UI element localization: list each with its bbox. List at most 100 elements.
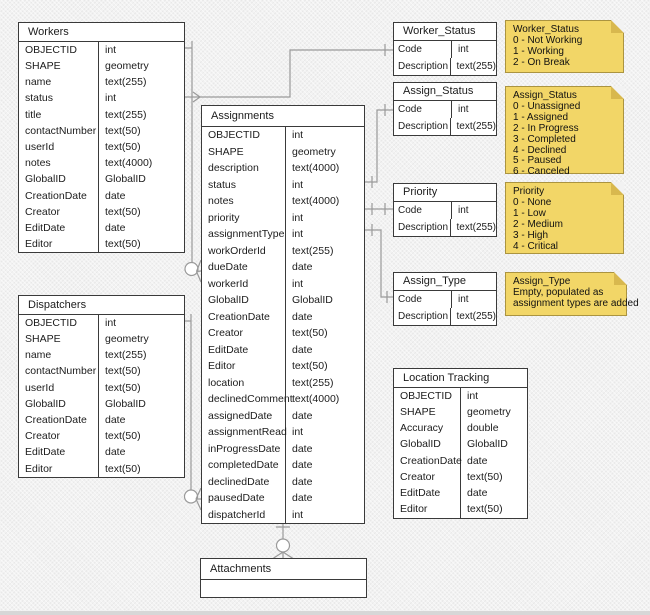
note-line: 4 - Declined: [513, 144, 567, 156]
note-title: Worker_Status: [513, 24, 579, 35]
field-type: date: [292, 310, 313, 323]
field-name: Code: [394, 101, 452, 119]
field-name: EditDate: [19, 220, 99, 237]
connector-assignments-assign-type[interactable]: [365, 224, 393, 303]
note-fold-icon: [611, 182, 624, 195]
field-name: priority: [202, 209, 286, 226]
field-name: Description: [394, 308, 451, 326]
field-name: completedDate: [202, 457, 286, 474]
field-name: name: [19, 347, 99, 364]
field-name: OBJECTID: [19, 42, 99, 59]
field-name: pausedDate: [202, 490, 286, 507]
note-fold-icon: [614, 272, 627, 285]
field-name: EditDate: [19, 444, 99, 461]
field-name: CreationDate: [19, 412, 99, 429]
field-type: date: [292, 442, 313, 455]
field-type: date: [292, 475, 313, 488]
note-line: Empty, populated as: [513, 286, 604, 298]
connector-assignments-priority[interactable]: [365, 203, 393, 215]
connector-assignments-attachments[interactable]: [272, 521, 294, 560]
field-type: geometry: [467, 406, 511, 419]
field-name: Creator: [202, 325, 286, 342]
connector-workers-assignments[interactable]: [184, 41, 202, 283]
table-attachments[interactable]: Attachments: [200, 558, 367, 598]
field-name: SHAPE: [19, 58, 99, 75]
field-type: int: [292, 426, 304, 438]
field-name: workerId: [202, 275, 286, 292]
field-type: int: [458, 103, 469, 115]
field-type: text(4000): [292, 195, 340, 207]
field-type: int: [458, 204, 469, 216]
field-type: date: [105, 189, 126, 202]
note-line: assignment types are added: [513, 297, 639, 309]
field-type: text(255): [456, 221, 496, 233]
field-type: text(255): [105, 108, 147, 121]
note-line: 3 - High: [513, 229, 549, 241]
field-type: int: [105, 316, 117, 329]
field-type: int: [292, 228, 304, 240]
field-name: location: [202, 374, 286, 391]
connector-workers-worker-status[interactable]: [185, 44, 393, 103]
table-title: Assignments: [202, 106, 364, 127]
field-name: OBJECTID: [202, 127, 286, 144]
note-line: 2 - In Progress: [513, 122, 579, 134]
field-name: OBJECTID: [394, 388, 461, 405]
field-name: SHAPE: [394, 404, 461, 421]
field-name: CreationDate: [202, 308, 286, 325]
field-type: text(255): [456, 60, 496, 72]
note-line: 3 - Completed: [513, 133, 576, 145]
note-line: 6 - Canceled: [513, 166, 570, 178]
connector-assignments-assign-status[interactable]: [365, 104, 393, 188]
note-title: Priority: [513, 186, 545, 197]
field-type: text(255): [105, 76, 147, 89]
field-type: text(255): [456, 120, 496, 132]
field-name: status: [202, 176, 286, 193]
field-name: OBJECTID: [19, 315, 99, 332]
field-name: Code: [394, 202, 452, 220]
connector-dispatchers-assignments[interactable]: [183, 314, 202, 511]
field-name: Editor: [19, 460, 99, 477]
field-type: text(4000): [105, 157, 153, 170]
field-type: text(50): [105, 238, 141, 251]
field-type: date: [292, 409, 313, 422]
field-type: int: [292, 178, 304, 191]
field-name: SHAPE: [202, 143, 286, 160]
field-type: int: [292, 508, 304, 521]
field-name: contactNumber: [19, 122, 99, 140]
field-type: date: [467, 486, 488, 499]
